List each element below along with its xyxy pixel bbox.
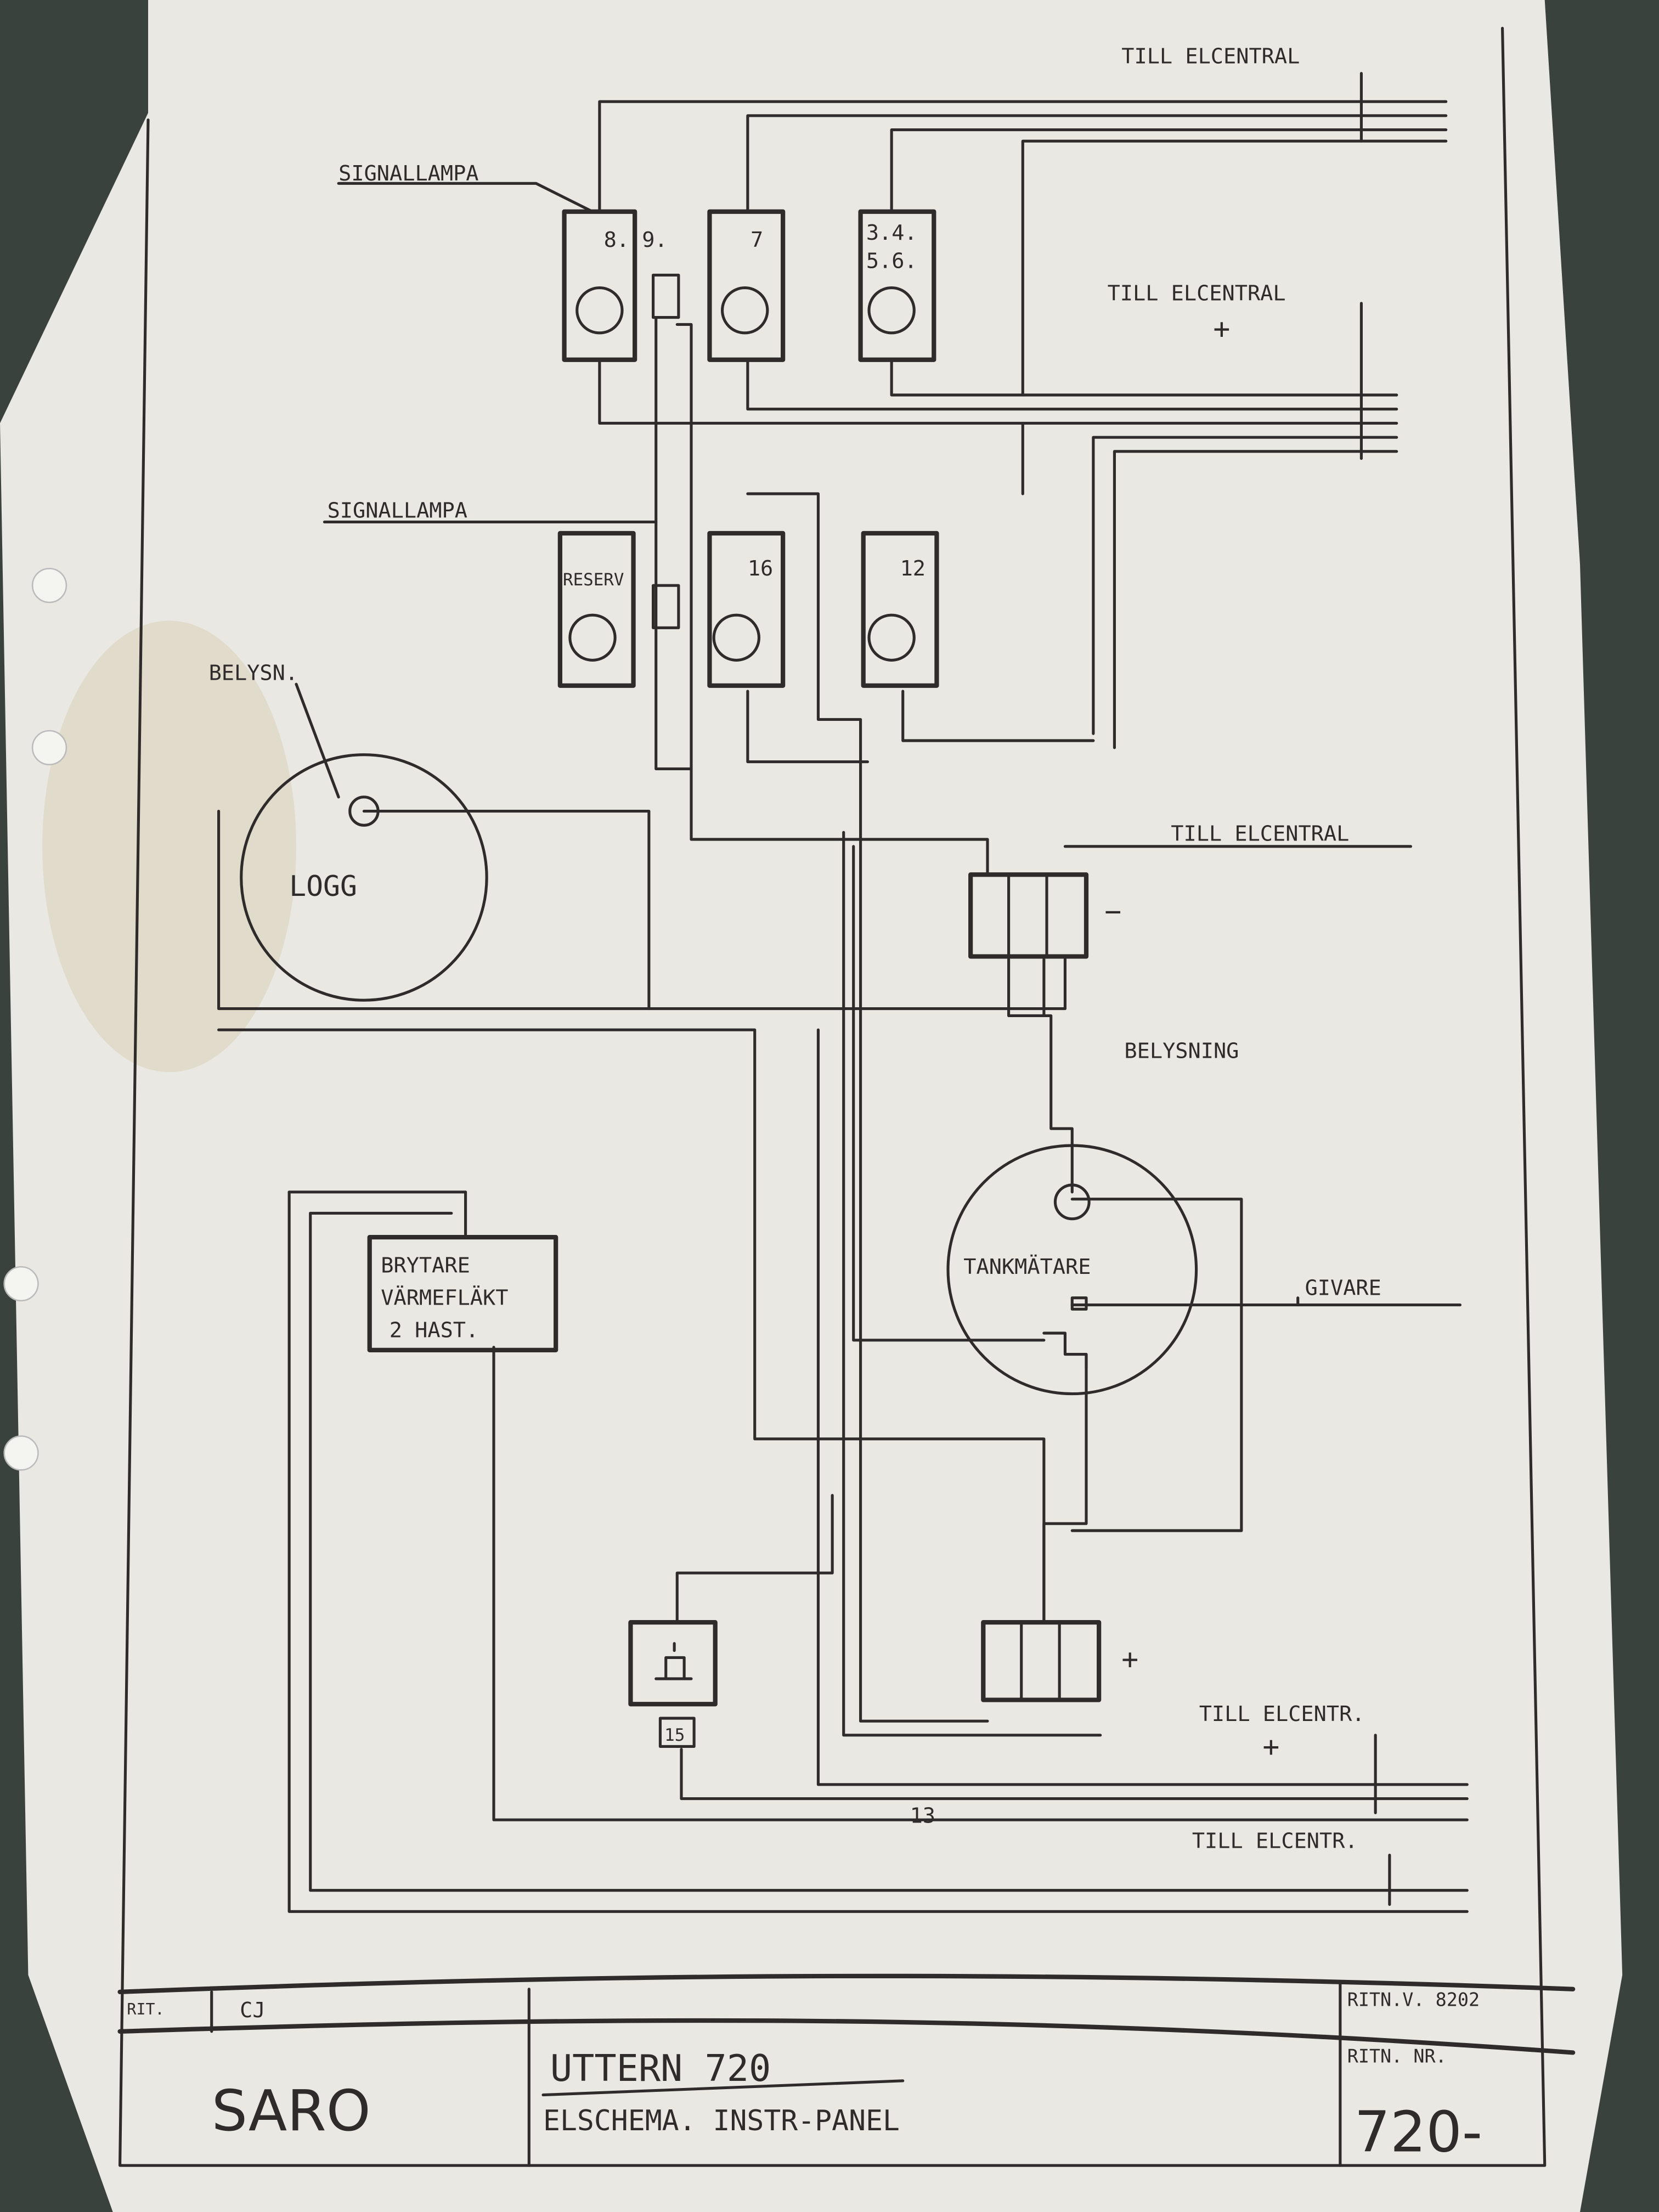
switch-label: 5.6.	[866, 249, 917, 274]
belysning-label: BELYSNING	[1124, 1039, 1239, 1064]
plus-sign: +	[1121, 1643, 1138, 1676]
givare-label: GIVARE	[1305, 1276, 1381, 1301]
switch-16: 16	[707, 531, 786, 688]
drawing-title: ELSCHEMA. INSTR-PANEL	[543, 2104, 900, 2137]
till-elcentral-minus-label: TILL ELCENTRAL	[1171, 822, 1349, 847]
resistor	[652, 273, 680, 319]
revision-number: RITN.V. 8202	[1347, 1989, 1480, 2011]
plus-sign: +	[1262, 1730, 1279, 1763]
switch-3-4-5-6: 3.4. 5.6.	[858, 209, 936, 362]
signallampa-label: SIGNALLAMPA	[328, 499, 467, 523]
rit-initials: CJ	[240, 1998, 265, 2023]
resistor	[652, 584, 680, 629]
drawing-border	[119, 26, 1547, 2167]
switch-reserv: RESERV	[557, 531, 636, 688]
till-elcentr-plus-label: TILL ELCENTR.	[1199, 1702, 1365, 1726]
rit-label: RIT.	[127, 2000, 164, 2018]
terminal-block-minus	[968, 872, 1089, 959]
drawing-number: 720-	[1355, 2100, 1482, 2165]
minus-sign: −	[1104, 895, 1121, 928]
switch-7: 7	[707, 209, 786, 362]
switch-label: 16	[748, 556, 773, 581]
switch-label: 3.4.	[866, 221, 917, 245]
till-elcentral-plus-label: TILL ELCENTRAL	[1108, 281, 1286, 306]
brytare-varmeflakt-switch: BRYTARE VÄRMEFLÄKT 2 HAST.	[367, 1235, 558, 1352]
gauge-label: TANKMÄTARE	[963, 1254, 1091, 1279]
switch-label: 8. 9.	[604, 228, 668, 252]
switch-8-9: 8. 9.	[562, 209, 668, 362]
logg-gauge: LOGG	[240, 753, 488, 1002]
wires	[217, 72, 1469, 1913]
terminal-block-plus	[981, 1620, 1102, 1702]
stain	[42, 620, 297, 1073]
socket-number: 15	[664, 1725, 685, 1745]
socket-15: 15	[628, 1620, 718, 1748]
annotations: TILL ELCENTRAL SIGNALLAMPA TILL ELCENTRA…	[209, 44, 1381, 1854]
till-elcentr-minus-label: TILL ELCENTR.	[1192, 1829, 1358, 1854]
switch-label: 12	[900, 556, 926, 581]
switch-label: BRYTARE	[381, 1253, 470, 1278]
switch-label: 7	[751, 228, 763, 252]
till-elcentral-label: TILL ELCENTRAL	[1121, 44, 1300, 69]
project-name: UTTERN 720	[550, 2047, 771, 2090]
gauge-label: LOGG	[289, 870, 357, 903]
switch-label: VÄRMEFLÄKT	[381, 1285, 508, 1311]
switch-label: 2 HAST.	[390, 1318, 479, 1343]
drawing-number-label: RITN. NR.	[1347, 2045, 1447, 2067]
punch-holes	[3, 568, 67, 1471]
paper	[0, 0, 1623, 2212]
plus-sign: +	[1213, 313, 1230, 346]
belysn-label: BELYSN.	[209, 661, 298, 685]
switch-12: 12	[861, 531, 939, 688]
company-name: SARO	[212, 2079, 371, 2144]
title-block: RIT. CJ SARO UTTERN 720 ELSCHEMA. INSTR-…	[117, 1973, 1576, 2167]
wire-number: 13	[910, 1803, 935, 1828]
switch-label: RESERV	[563, 570, 624, 590]
signallampa-label: SIGNALLAMPA	[338, 161, 478, 186]
tankmatare-gauge: TANKMÄTARE	[946, 1144, 1198, 1396]
